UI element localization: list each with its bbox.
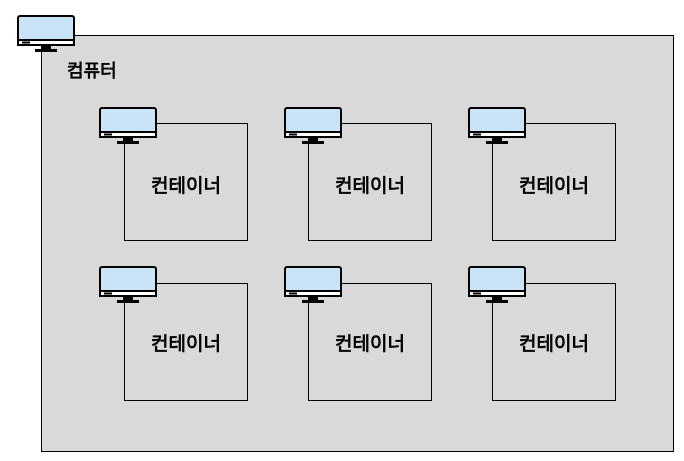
container-monitor-icon: [468, 107, 528, 147]
container-label-4: 컨테이너: [151, 333, 221, 355]
container-label-5: 컨테이너: [335, 333, 405, 355]
container-monitor-icon: [284, 107, 344, 147]
container-box-1: 컨테이너: [124, 123, 248, 241]
container-label-3: 컨테이너: [519, 175, 589, 197]
container-box-2: 컨테이너: [308, 123, 432, 241]
container-monitor-icon: [99, 266, 159, 306]
container-monitor-icon: [468, 266, 528, 306]
container-label-6: 컨테이너: [519, 333, 589, 355]
container-box-4: 컨테이너: [124, 283, 248, 401]
host-title: 컴퓨터: [67, 61, 117, 82]
container-box-5: 컨테이너: [308, 283, 432, 401]
container-label-2: 컨테이너: [335, 175, 405, 197]
container-box-6: 컨테이너: [492, 283, 616, 401]
container-box-3: 컨테이너: [492, 123, 616, 241]
container-monitor-icon: [99, 107, 159, 147]
host-monitor-icon: [17, 15, 77, 55]
container-label-1: 컨테이너: [151, 175, 221, 197]
container-monitor-icon: [284, 266, 344, 306]
